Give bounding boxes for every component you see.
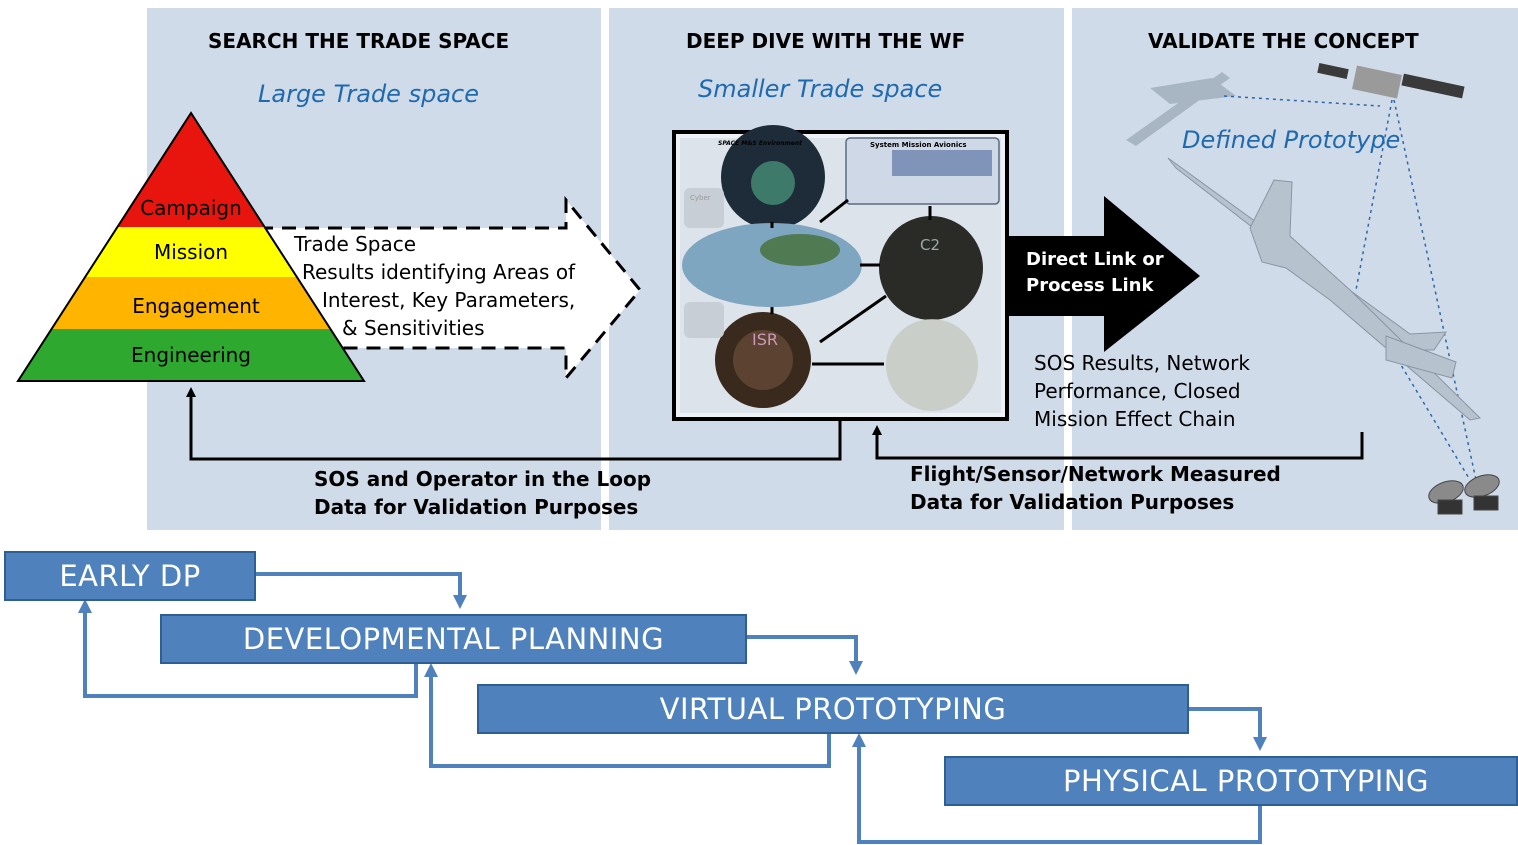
ground-antenna-icon xyxy=(1428,474,1500,515)
trade-arrow-line-1: Trade Space xyxy=(294,232,417,256)
pyramid-label-mission: Mission xyxy=(153,240,229,264)
pyramid-label-engineering: Engineering xyxy=(131,343,251,367)
satellite-icon xyxy=(1317,62,1465,99)
trade-arrow-line-3: Interest, Key Parameters, xyxy=(322,288,576,312)
small-uav-icon xyxy=(1126,72,1236,146)
c2-node xyxy=(879,216,983,320)
future-node xyxy=(886,319,978,411)
stage-developmental-planning: DEVELOPMENTAL PLANNING xyxy=(160,614,747,664)
stage-virtual-prototyping: VIRTUAL PROTOTYPING xyxy=(477,684,1189,734)
sos-results-line-3: Mission Effect Chain xyxy=(1034,407,1236,431)
mbse-node-cyber: Cyber xyxy=(690,194,711,202)
panel-title-search: SEARCH THE TRADE SPACE xyxy=(208,29,510,53)
feedback-right-line-2: Data for Validation Purposes xyxy=(910,490,1235,514)
panel-title-validate: VALIDATE THE CONCEPT xyxy=(1148,29,1419,53)
mbse-env-label: SPACE M&S Environment xyxy=(718,140,802,147)
direct-link-line-2: Process Link xyxy=(1026,275,1154,296)
feedback-right-line xyxy=(872,425,1364,460)
feedback-left-line-2: Data for Validation Purposes xyxy=(314,495,639,519)
feedback-left-line-1: SOS and Operator in the Loop xyxy=(314,467,652,491)
panel-title-deep-dive: DEEP DIVE WITH THE WF xyxy=(686,29,966,53)
mbse-node-c2: C2 xyxy=(920,236,941,254)
sos-results-line-1: SOS Results, Network xyxy=(1034,351,1250,375)
stage-early-dp: EARLY DP xyxy=(4,551,256,601)
sos-results-line-2: Performance, Closed xyxy=(1034,379,1241,403)
direct-link-arrow xyxy=(1008,196,1200,352)
panel-subtitle-deep-dive: Smaller Trade space xyxy=(698,75,943,103)
trade-arrow-line-4: & Sensitivities xyxy=(342,316,485,340)
trade-arrow-line-2: Results identifying Areas of xyxy=(302,260,576,284)
mbse-node-isr: ISR xyxy=(752,330,778,349)
feedback-right-line-1: Flight/Sensor/Network Measured xyxy=(910,462,1281,486)
direct-link-line-1: Direct Link or xyxy=(1026,249,1164,270)
stage-physical-prototyping: PHYSICAL PROTOTYPING xyxy=(944,756,1518,806)
environment-node xyxy=(682,223,862,307)
pyramid-tier-engineering xyxy=(18,329,364,381)
panel-subtitle-validate: Defined Prototype xyxy=(1182,126,1401,154)
trade-space-arrow xyxy=(236,195,642,383)
panel-subtitle-search: Large Trade space xyxy=(258,80,479,108)
large-uav-icon xyxy=(1167,157,1482,421)
pyramid-label-engagement: Engagement xyxy=(132,294,260,318)
pyramid-label-campaign: Campaign xyxy=(140,196,242,220)
mbse-avionics-label: System Mission Avionics xyxy=(870,141,967,149)
feedback-left-line xyxy=(186,387,842,461)
